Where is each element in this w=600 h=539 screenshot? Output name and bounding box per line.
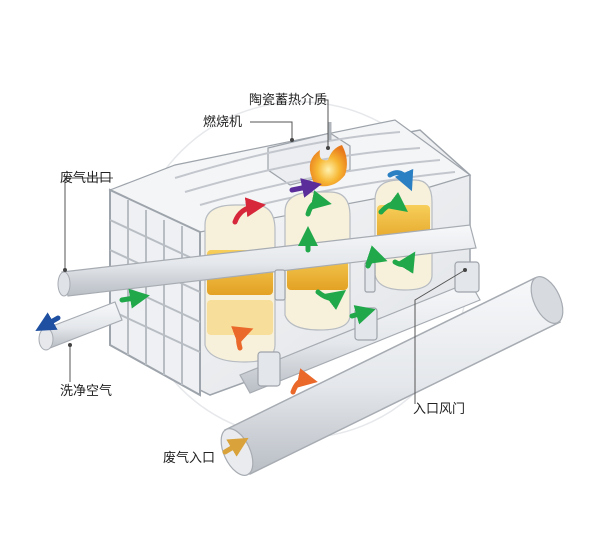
flow-arrow-icon	[35, 312, 61, 331]
flow-arrow-icon	[222, 437, 249, 457]
front-cage	[109, 188, 201, 397]
flame-icon	[309, 145, 347, 187]
label-burner: 燃烧机	[203, 115, 243, 130]
flow-arrow-icon	[232, 197, 266, 225]
flow-arrow-icon	[387, 168, 414, 192]
leader-lines	[63, 99, 467, 404]
leader-burner	[250, 121, 293, 140]
flow-arrow-icon	[392, 251, 416, 274]
label-exhaust-out: 废气出口	[60, 171, 113, 186]
flow-arrow-icon	[305, 190, 332, 217]
leader-inlet-valve	[414, 269, 466, 404]
ceramic-bed-1-lower	[207, 300, 273, 335]
label-inlet-valve: 入口风门	[413, 402, 466, 417]
flow-arrow-icon	[378, 192, 409, 215]
flow-arrow-icon	[289, 178, 322, 198]
leader-ceramic	[318, 99, 329, 148]
flow-arrow-icon	[349, 305, 376, 325]
flow-arrows	[35, 168, 416, 457]
flow-arrow-icon	[119, 288, 150, 309]
flow-arrow-icon	[290, 368, 318, 395]
label-ceramic: 陶瓷蓄热介质	[249, 93, 328, 108]
label-exhaust-in: 废气入口	[163, 451, 216, 466]
leader-exhaust-out	[64, 177, 113, 270]
flow-arrow-icon	[231, 326, 254, 351]
flow-arrow-icon	[365, 245, 388, 269]
label-clean-air: 洗净空气	[60, 384, 113, 399]
flow-arrow-icon	[315, 289, 347, 310]
clean-air-duct	[38, 301, 123, 351]
exhaust-out-pipe	[57, 224, 477, 297]
